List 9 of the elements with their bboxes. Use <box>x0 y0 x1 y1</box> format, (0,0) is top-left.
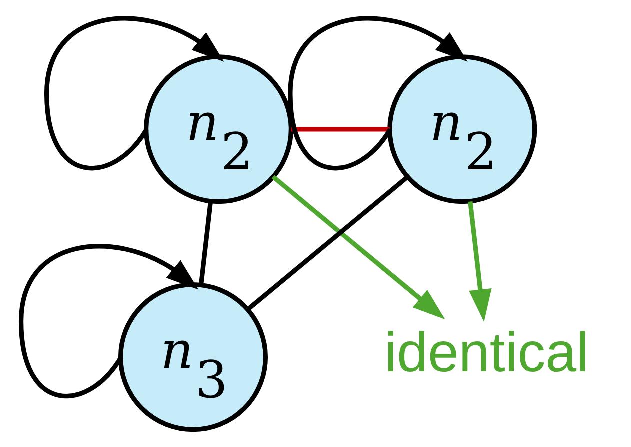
node-text: identical <box>384 322 589 384</box>
arrow <box>272 175 446 320</box>
arrow <box>468 201 492 322</box>
connector <box>247 175 410 311</box>
connector <box>291 127 390 132</box>
connector <box>198 201 214 286</box>
arrow <box>18 244 199 398</box>
arrow <box>288 16 468 170</box>
arrow <box>44 16 224 170</box>
